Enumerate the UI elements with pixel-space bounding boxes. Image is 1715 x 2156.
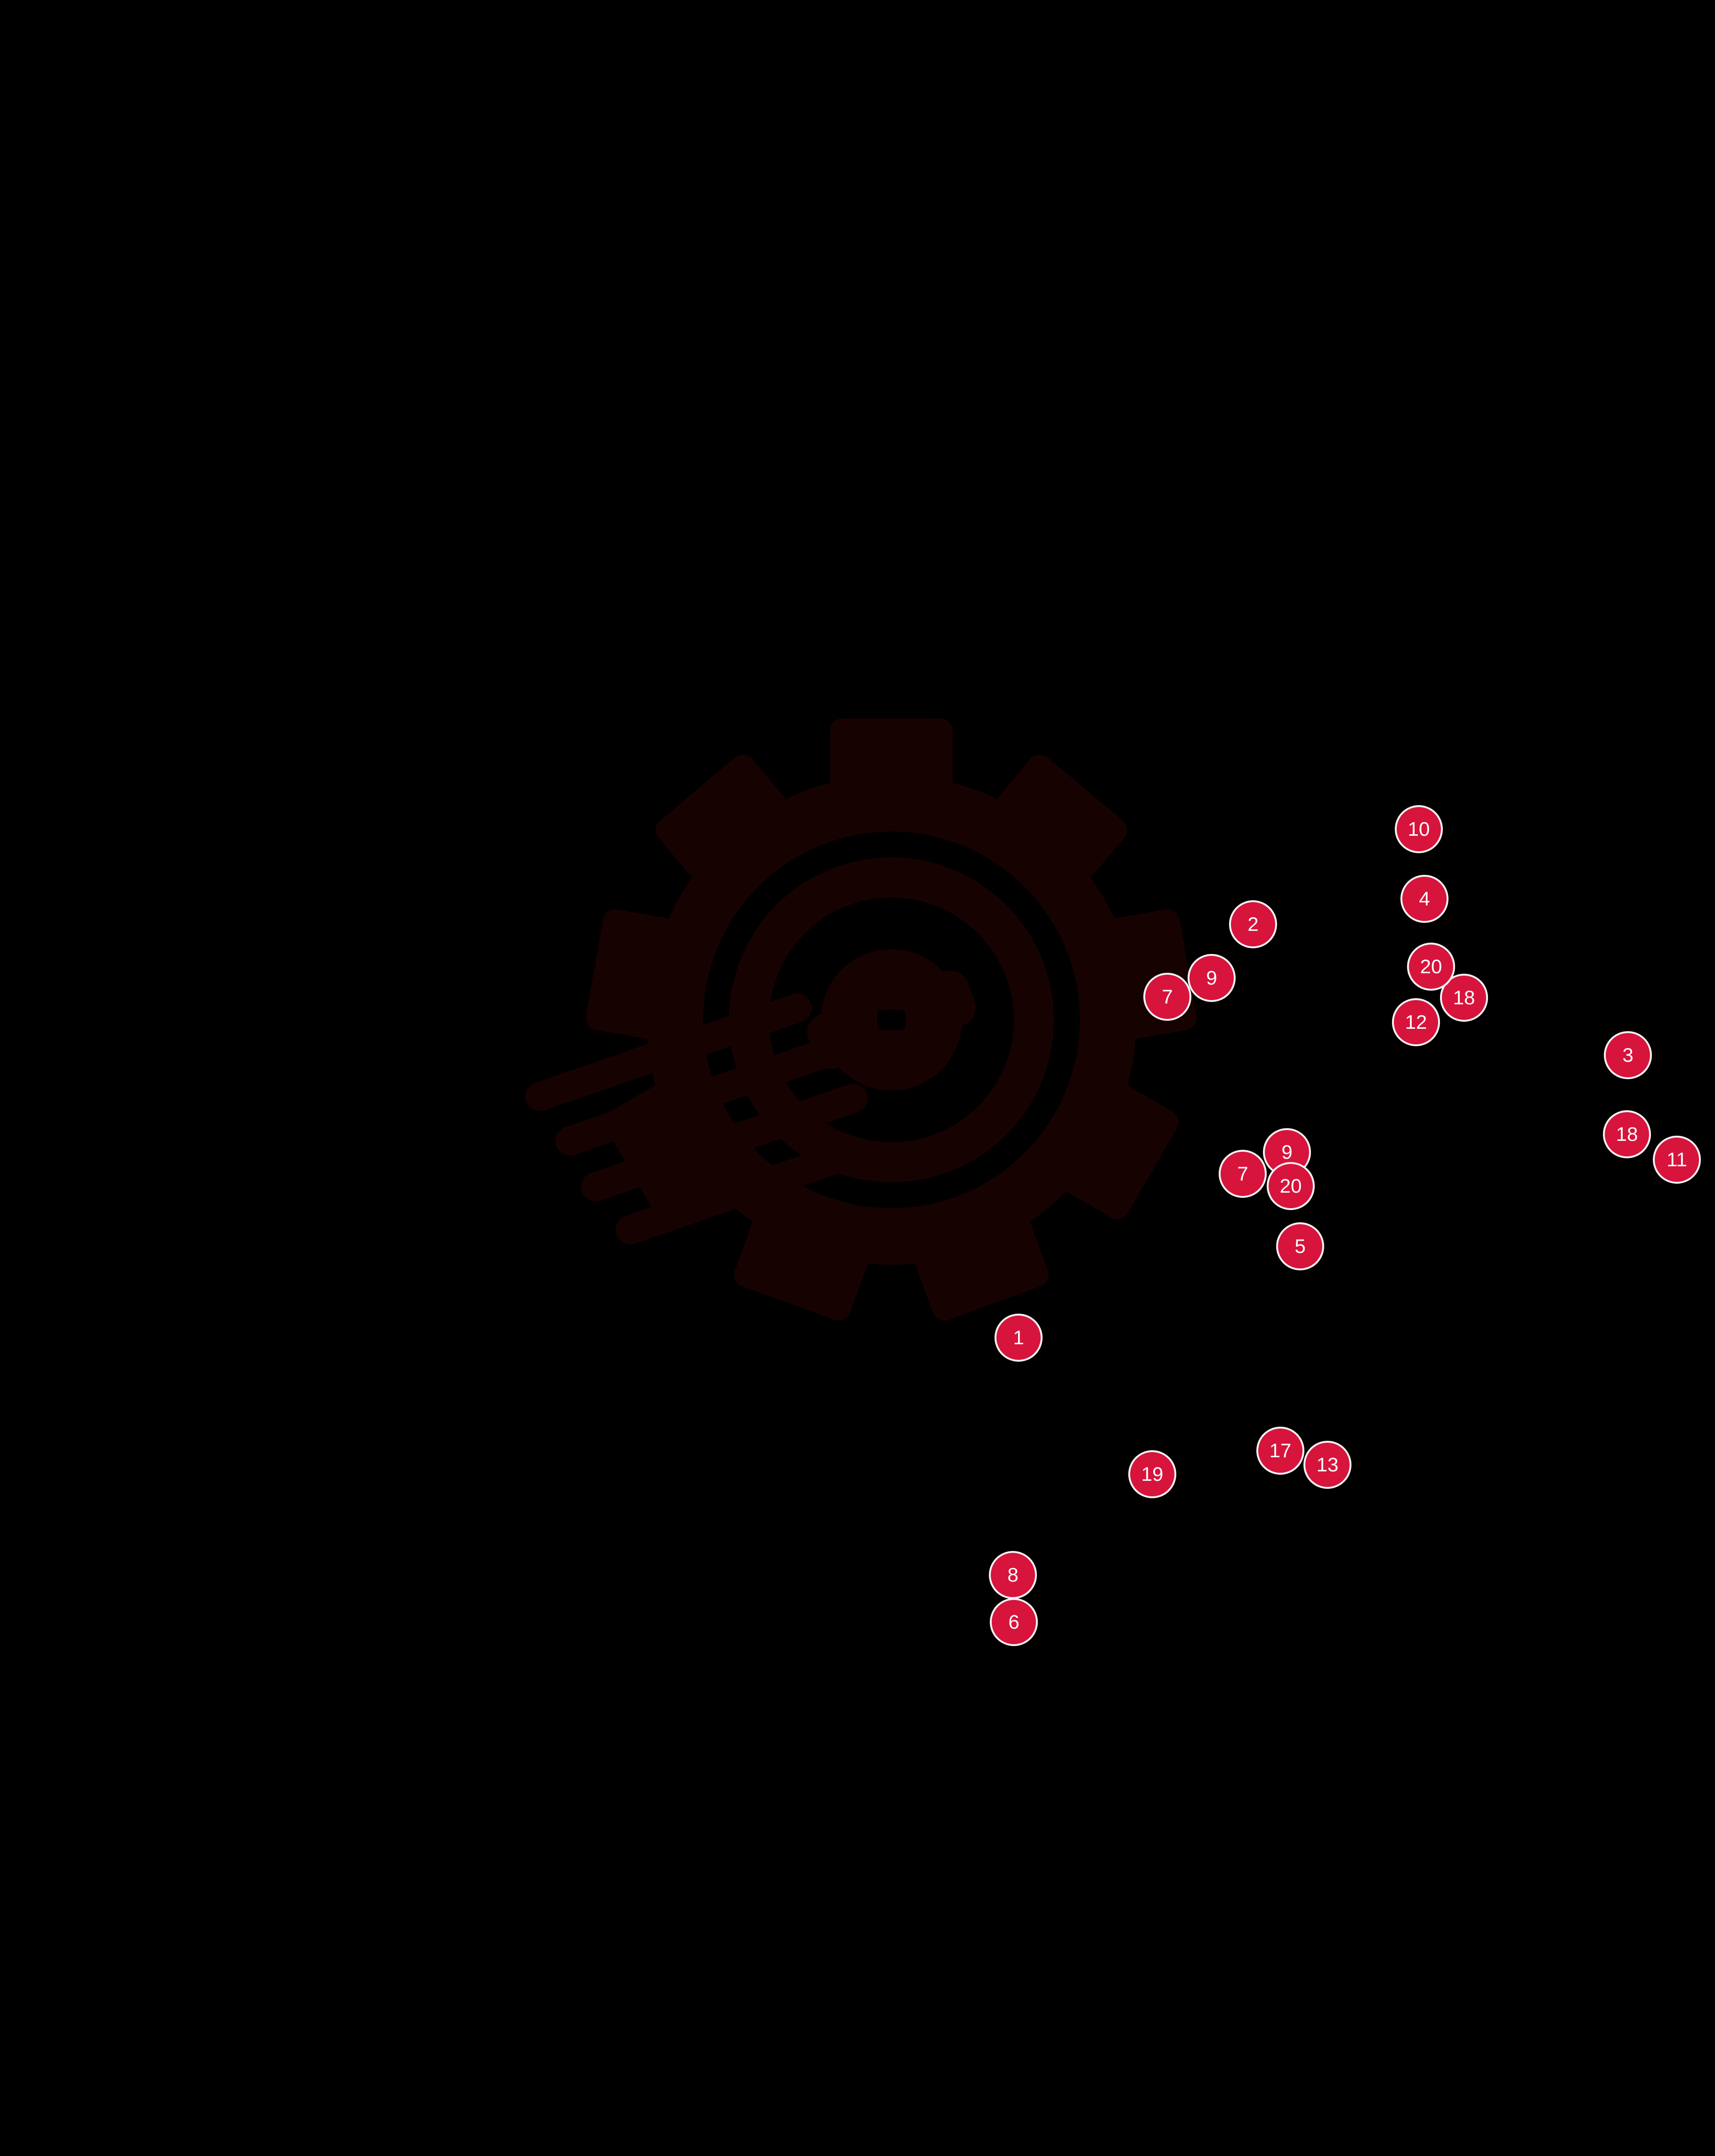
marker-7[interactable]: 7: [1143, 973, 1191, 1021]
marker-6[interactable]: 6: [990, 1598, 1038, 1646]
marker-7[interactable]: 7: [1219, 1150, 1267, 1198]
marker-20[interactable]: 20: [1267, 1162, 1315, 1210]
marker-4[interactable]: 4: [1400, 875, 1448, 923]
marker-20[interactable]: 20: [1407, 943, 1455, 991]
marker-10[interactable]: 10: [1395, 805, 1443, 853]
marker-17[interactable]: 17: [1256, 1427, 1304, 1475]
marker-5[interactable]: 5: [1276, 1222, 1324, 1270]
marker-13[interactable]: 13: [1303, 1441, 1351, 1489]
marker-18[interactable]: 18: [1603, 1110, 1651, 1158]
marker-8[interactable]: 8: [989, 1551, 1037, 1599]
marker-19[interactable]: 19: [1128, 1450, 1176, 1498]
marker-1[interactable]: 1: [995, 1314, 1043, 1362]
marker-9[interactable]: 9: [1188, 954, 1236, 1002]
marker-11[interactable]: 11: [1653, 1136, 1701, 1184]
marker-12[interactable]: 12: [1392, 998, 1440, 1046]
marker-2[interactable]: 2: [1229, 900, 1277, 948]
marker-3[interactable]: 3: [1604, 1031, 1652, 1079]
